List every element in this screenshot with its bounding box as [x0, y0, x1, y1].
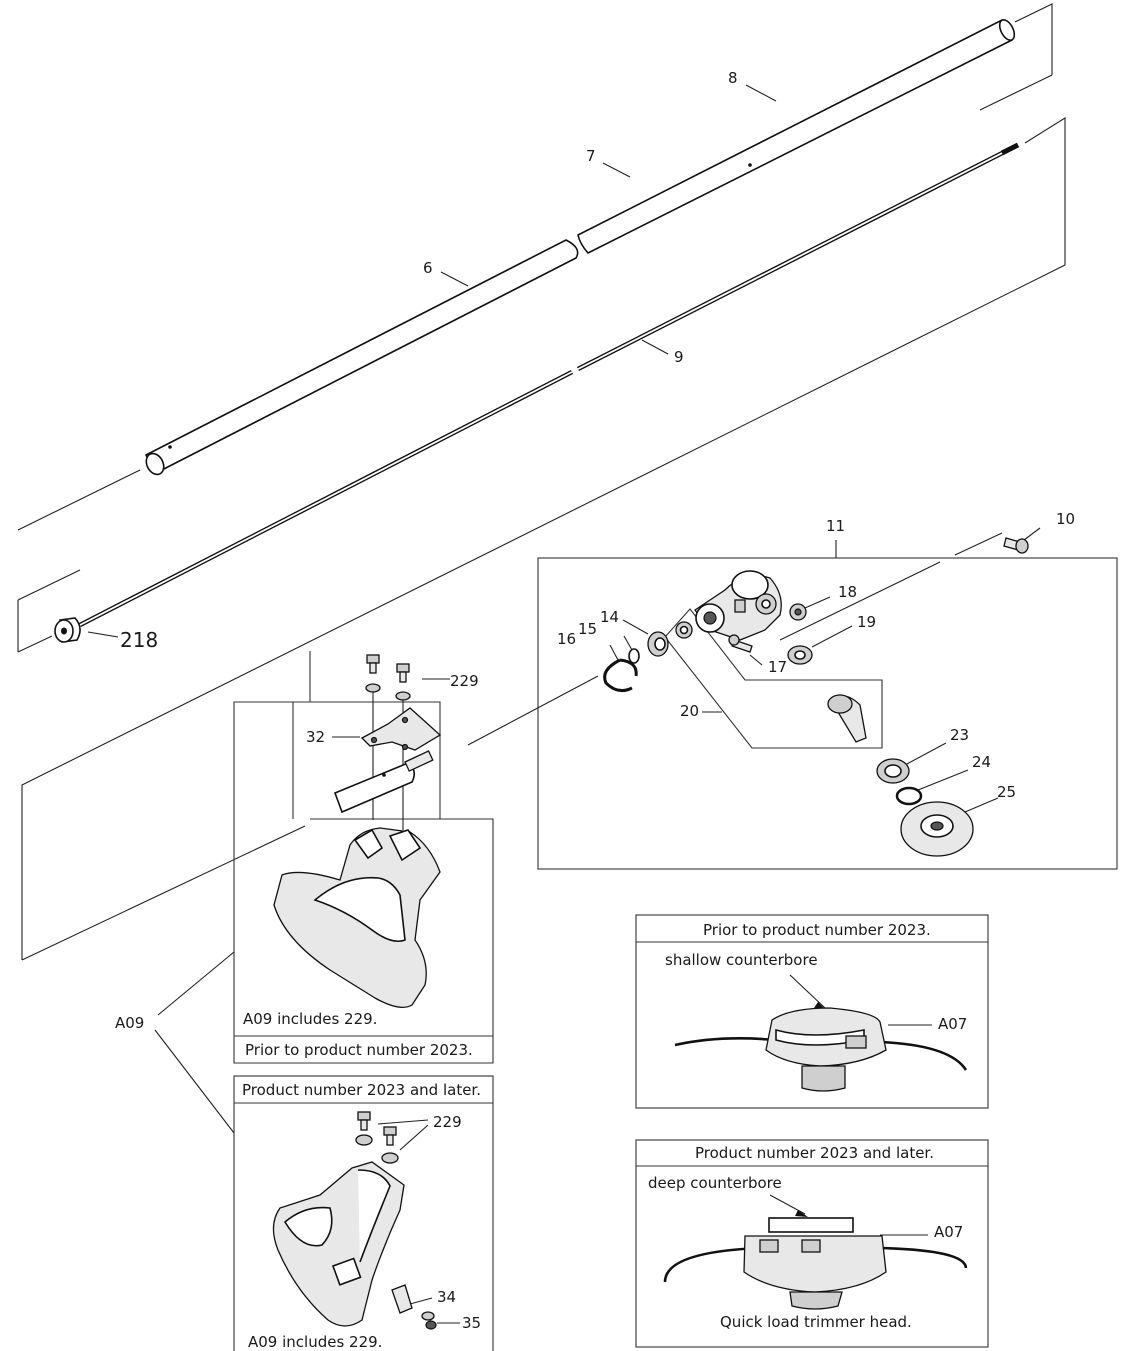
label-15: 15 — [578, 620, 597, 638]
bolts-229-new — [355, 1111, 399, 1164]
washer-19 — [787, 645, 813, 665]
label-19: 19 — [857, 613, 876, 631]
label-25: 25 — [997, 783, 1016, 801]
label-16: 16 — [557, 630, 576, 648]
label-17: 17 — [768, 658, 787, 676]
label-24: 24 — [972, 753, 991, 771]
guard-old-footer: Prior to product number 2023. — [245, 1041, 473, 1059]
washer-23 — [876, 758, 910, 784]
label-8: 8 — [728, 69, 738, 87]
label-229-old: 229 — [450, 672, 479, 690]
guard-new-header: Product number 2023 and later. — [242, 1081, 481, 1099]
tube-6 — [144, 239, 579, 476]
guard-old — [273, 827, 441, 1008]
bolts-229-old — [365, 654, 411, 701]
label-11: 11 — [826, 517, 845, 535]
a09-leaders — [154, 951, 235, 1134]
snap-ring-16 — [603, 658, 638, 693]
label-A07-new: A07 — [934, 1223, 963, 1241]
screw-35 — [421, 1311, 437, 1330]
label-229-new: 229 — [433, 1113, 462, 1131]
head-old-note: shallow counterbore — [665, 951, 818, 969]
cover-25 — [900, 801, 974, 857]
screw-17 — [728, 634, 753, 653]
head-new — [663, 1217, 968, 1310]
label-35: 35 — [462, 1314, 481, 1332]
head-old-header: Prior to product number 2023. — [703, 921, 931, 939]
bolt-18 — [789, 603, 807, 621]
head-new-box — [635, 1139, 989, 1348]
head-new-header: Product number 2023 and later. — [695, 1144, 934, 1162]
head-new-note: deep counterbore — [648, 1174, 782, 1192]
bolt-10 — [1003, 537, 1029, 554]
head-new-footer: Quick load trimmer head. — [720, 1313, 912, 1331]
label-14: 14 — [600, 608, 619, 626]
gear-case — [694, 570, 782, 641]
label-20: 20 — [680, 702, 699, 720]
guard-new-includes: A09 includes 229. — [248, 1333, 382, 1351]
label-A09: A09 — [115, 1014, 144, 1032]
guard-old-includes: A09 includes 229. — [243, 1010, 377, 1028]
shaft-group-outline — [17, 3, 1066, 961]
shaft-stub-old — [333, 750, 434, 814]
spindle-20 — [675, 621, 867, 743]
plug-218 — [54, 617, 81, 643]
label-34: 34 — [437, 1288, 456, 1306]
label-23: 23 — [950, 726, 969, 744]
head-old — [674, 1007, 968, 1092]
label-9: 9 — [674, 348, 684, 366]
ring-24 — [895, 786, 923, 806]
ring-15 — [628, 648, 640, 664]
bracket-32 — [360, 707, 442, 751]
bracket-34 — [391, 1284, 413, 1314]
label-18: 18 — [838, 583, 857, 601]
guard-new-group — [233, 1075, 494, 1351]
drive-shaft-9 — [78, 142, 1020, 628]
label-32: 32 — [306, 728, 325, 746]
gearcase-group — [467, 527, 1118, 870]
label-6: 6 — [423, 259, 433, 277]
label-A07-old: A07 — [938, 1015, 967, 1033]
label-10: 10 — [1056, 510, 1075, 528]
guard-new — [272, 1161, 405, 1327]
tube-7 — [577, 19, 1016, 254]
bearing-14 — [647, 631, 669, 657]
label-218: 218 — [120, 628, 158, 652]
label-7: 7 — [586, 147, 596, 165]
shaft-leaders — [87, 84, 777, 638]
